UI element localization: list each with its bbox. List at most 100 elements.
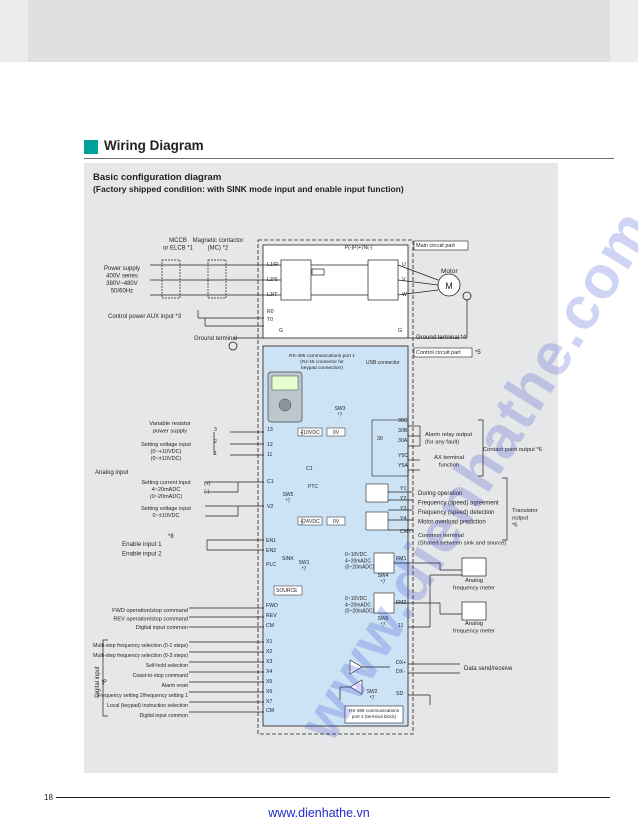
terminal-cm: CM: [266, 623, 274, 629]
mc-box: [207, 259, 227, 299]
terminal-x1: X1: [266, 639, 272, 645]
label-power-supply-line: 380V~480V: [106, 281, 138, 287]
terminal-cmy: CMY: [400, 529, 412, 535]
label-star5-line: *5: [475, 350, 481, 356]
section-title: Wiring Diagram: [104, 138, 204, 153]
terminal-l1r: L1/R: [267, 262, 278, 268]
label-sink-line: SINK: [282, 556, 294, 562]
label-setting-voltage-1-line: (0~±10VDC): [151, 456, 182, 462]
transistor-block-1: [365, 483, 389, 503]
label-analog-meter-2-line: frequency meter: [453, 628, 495, 634]
label-analog-meter-2-line: Analog: [465, 621, 483, 627]
terminal-10vdc: +10VDC: [300, 430, 320, 436]
label-setting-voltage-2-line: 0~±10VDC: [152, 513, 179, 519]
footer-link[interactable]: www.dienhathe.vn: [268, 806, 370, 820]
contact-bracket: [478, 419, 484, 477]
dc-source-1-a: [297, 427, 323, 437]
dc-source-2-a: [297, 516, 323, 526]
label-digital-input-side-line: *6: [103, 679, 109, 685]
digital-input-bracket: [102, 639, 108, 717]
label-transistor-output-line: Transistor: [512, 508, 538, 514]
terminal-y2: Y2: [400, 496, 406, 502]
terminal-l3t: L3/T: [267, 292, 278, 298]
label-analog-input-line: Analog input: [95, 470, 129, 476]
terminal-r0: R0: [267, 309, 274, 315]
label-sw1-line: SW1: [299, 560, 310, 566]
terminal-y5c: Y5C: [398, 453, 408, 459]
label-digital-input-side-line: Digital input: [95, 666, 101, 698]
label-digital-input-side: Digital input*6: [95, 666, 109, 698]
label-sw2-line: *7: [370, 695, 375, 701]
terminal-dx: DX-: [396, 669, 405, 675]
label-sw3-line: *7: [338, 412, 343, 418]
source-box: [273, 585, 303, 596]
analog-meter-1-icon: [461, 557, 487, 577]
transistor-bracket: [502, 477, 508, 541]
label-contact-output: Contact point output *6: [483, 447, 542, 453]
label-data-send: Data send/receive: [464, 666, 513, 672]
motor-symbol: M: [445, 281, 453, 291]
label-alarm-relay-line: Alarm relay output: [425, 432, 472, 438]
diagram-wires: [150, 264, 468, 713]
label-data-send-line: Data send/receive: [464, 666, 513, 672]
terminal-sd: SD: [396, 691, 403, 697]
label-mc: Magnetic contactor (MC) *2: [193, 238, 244, 252]
terminal-y3: Y3: [400, 506, 406, 512]
rs485-port2-box: [344, 705, 404, 724]
label-sw6-line: SW6: [378, 616, 389, 622]
label-digital-inputs-2-line: Self-hold selection: [146, 663, 189, 669]
label-sw4-line: *7: [381, 579, 386, 585]
label-common-line: (Shared between sink and source): [418, 540, 506, 546]
label-ptc: PTC: [308, 484, 318, 490]
label-rs485-2-line: port 2 (terminal block): [352, 714, 397, 719]
keypad-display: [271, 375, 299, 391]
label-sw5-line: SW5: [283, 492, 294, 498]
label-control-circuit: Control circuit part: [416, 350, 461, 356]
label-ground-terminal-left: Ground terminal: [194, 336, 237, 342]
label-sw1-line: *7: [302, 566, 307, 572]
label-mc-line: (MC) *2: [208, 246, 229, 252]
label-rs485-1-line: RS-485 communications port 1: [289, 353, 355, 359]
terminal-y4: Y4: [400, 516, 406, 522]
label-sw5-line: *7: [286, 498, 291, 504]
label-star5: *5: [475, 350, 481, 356]
terminal-en1: EN1: [266, 538, 276, 544]
label-variable-resistor-line: Variable resistor: [149, 421, 191, 427]
terminal-c1: C1: [306, 466, 313, 472]
label-transistor-output-line: *6: [512, 523, 517, 529]
label-ax-terminal-line: function: [439, 462, 459, 468]
terminal-x7: X7: [266, 699, 272, 705]
label-control-circuit-line: Control circuit part: [416, 350, 461, 356]
label-sw1: SW1*7: [299, 560, 310, 572]
label-main-circuit: Main circuit part: [416, 243, 455, 249]
terminal-x2: X2: [266, 649, 272, 655]
label-ptc-line: PTC: [308, 484, 318, 490]
label-digital-inputs-2: Multi-step frequency selection (0-1 step…: [93, 643, 188, 719]
section-marker-icon: [84, 140, 98, 154]
label-motor: Motor: [441, 268, 458, 275]
label-transistor-list-line: During operation: [418, 491, 462, 497]
label-mc-line: Magnetic contactor: [193, 238, 244, 244]
label-digital-inputs-2-line: Coast-to-stop command: [133, 673, 188, 679]
dc-source-1-b: [326, 427, 346, 437]
label-transistor-list-line: Motor overload prediction: [418, 520, 486, 526]
terminal-1: 1: [214, 451, 217, 457]
terminal-: (-): [204, 489, 209, 495]
label-usb: USB connector: [366, 360, 400, 366]
diagram-title: Basic configuration diagram: [93, 172, 222, 183]
label-ground-terminal-right: Ground terminal *4: [416, 335, 467, 341]
label-setting-voltage-1-line: (0~+10VDC): [151, 449, 182, 455]
terminal-0v: 0V: [333, 519, 340, 525]
